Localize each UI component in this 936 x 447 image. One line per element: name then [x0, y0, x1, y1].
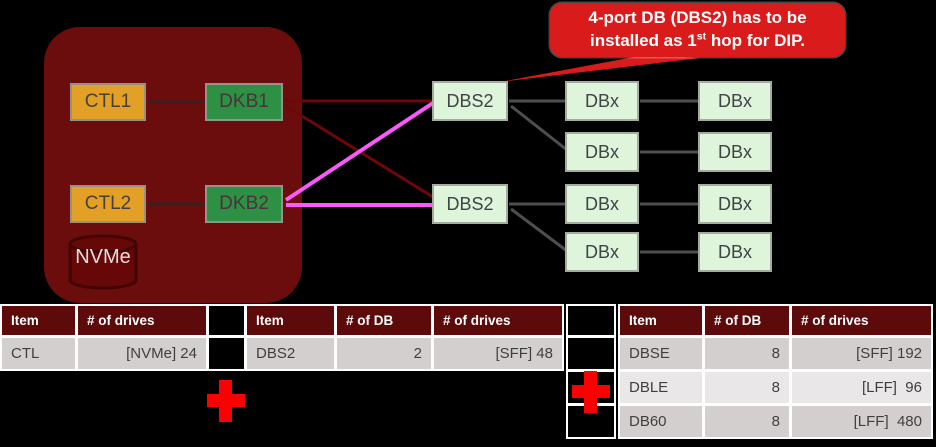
- spacer-cell: [209, 338, 244, 369]
- dbx-box: DBx: [698, 81, 772, 121]
- table-cell: [NVMe] 24: [78, 338, 206, 369]
- column-header: Item: [247, 306, 334, 335]
- column-header: # of drives: [434, 306, 562, 335]
- dbs2bottom-dbx4-link: [510, 207, 568, 253]
- nvme-label: NVMe: [75, 246, 131, 268]
- table-ctl: Item # of drives CTL [NVMe] 24: [0, 304, 208, 371]
- callout-tail: [500, 55, 700, 82]
- table-cell: 2: [337, 338, 431, 369]
- dkb1-box: DKB1: [205, 83, 283, 121]
- dbs2top-dbx2-link: [510, 104, 568, 152]
- callout-bubble: 4-port DB (DBS2) has to be installed as …: [550, 3, 845, 57]
- table-cell: [LFF] 96: [792, 372, 931, 403]
- table-cell: 8: [705, 406, 789, 437]
- table-dbx: Item # of DB # of drives DBSE 8 [SFF] 19…: [618, 304, 933, 439]
- table-cell: [SFF] 192: [792, 338, 931, 369]
- dbx-box: DBx: [565, 184, 639, 224]
- plus-vertical-bar: [219, 380, 232, 422]
- column-header: Item: [2, 306, 75, 335]
- table-cell: DBLE: [620, 372, 702, 403]
- column-header: Item: [620, 306, 702, 335]
- table-cell: 8: [705, 372, 789, 403]
- dbs2-box-top: DBS2: [432, 81, 508, 121]
- dkb2-dbs2top-link: [284, 101, 435, 202]
- table-cell: DBSE: [620, 338, 702, 369]
- table-spacer: [207, 304, 246, 371]
- plus-vertical-bar: [584, 371, 597, 413]
- dbx-box: DBx: [565, 232, 639, 272]
- spacer-cell: [568, 338, 614, 369]
- table-cell: DB60: [620, 406, 702, 437]
- dbx-box: DBx: [698, 184, 772, 224]
- ctl1-box: CTL1: [70, 83, 146, 121]
- spacer-cell: [568, 306, 614, 335]
- table-cell: 8: [705, 338, 789, 369]
- table-cell: DBS2: [247, 338, 334, 369]
- plus-icon: [207, 380, 245, 422]
- table-cell: CTL: [2, 338, 75, 369]
- dkb2-box: DKB2: [205, 185, 283, 223]
- table-cell: [LFF] 480: [792, 406, 931, 437]
- dbx-box: DBx: [698, 132, 772, 172]
- nvme-cylinder-icon: [68, 234, 138, 290]
- column-header: # of DB: [337, 306, 431, 335]
- callout-line1: 4-port DB (DBS2) has to be: [588, 8, 807, 28]
- column-header: # of drives: [792, 306, 931, 335]
- table-spacer: [566, 304, 616, 439]
- column-header: # of DB: [705, 306, 789, 335]
- callout-line2: installed as 1st hop for DIP.: [589, 30, 805, 50]
- dbx-box: DBx: [698, 232, 772, 272]
- dbx-box: DBx: [565, 81, 639, 121]
- table-dbs2: Item # of DB # of drives DBS2 2 [SFF] 48: [245, 304, 564, 371]
- table-cell: [SFF] 48: [434, 338, 562, 369]
- ctl2-box: CTL2: [70, 185, 146, 223]
- spacer-cell: [209, 306, 244, 335]
- dbs2-box-bottom: DBS2: [432, 184, 508, 224]
- plus-icon: [572, 371, 610, 413]
- callout-superscript: st: [696, 30, 707, 43]
- column-header: # of drives: [78, 306, 206, 335]
- dbx-box: DBx: [565, 132, 639, 172]
